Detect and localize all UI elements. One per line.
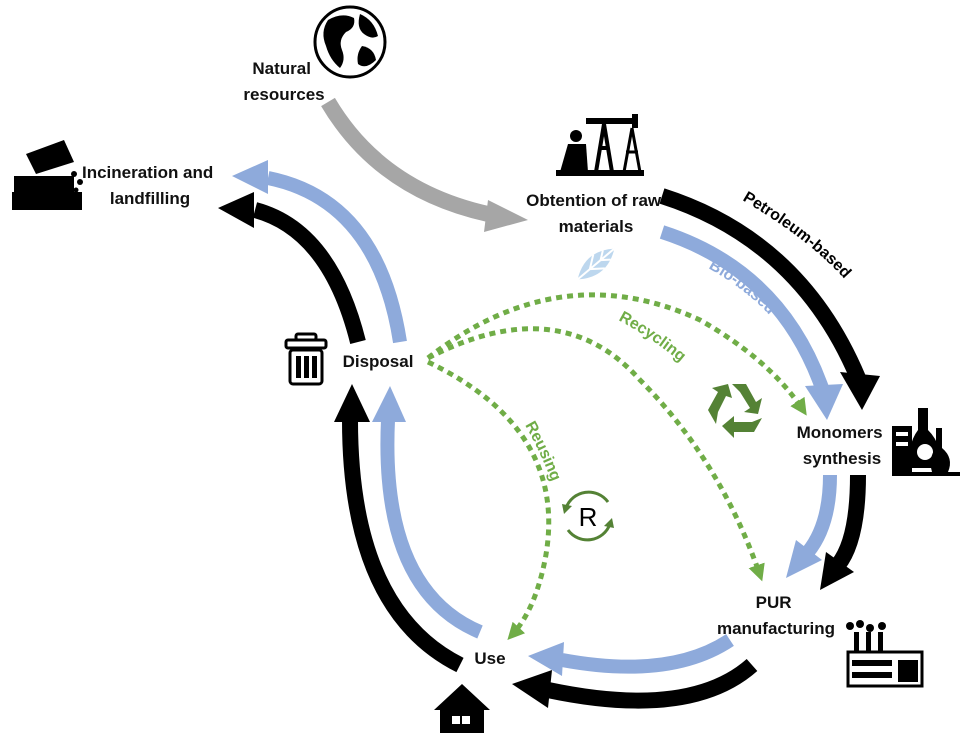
petroleum-arrow-pur-to-use (512, 658, 758, 709)
bio-arrow-monomers-to-pur (786, 474, 837, 578)
truck-dumping-icon (12, 140, 83, 210)
leaf-icon (573, 247, 616, 283)
trash-bin-icon (284, 332, 328, 386)
recycling-label: Recycling (616, 309, 689, 366)
bio-arrow-pur-to-use (528, 634, 734, 676)
disposal-label: Disposal (343, 352, 414, 371)
petroleum-arrow-use-to-disposal (334, 384, 464, 673)
reusing-label: Reusing (521, 419, 564, 484)
oil-pump-icon (556, 114, 644, 176)
monomers-label: Monomers synthesis (797, 423, 888, 468)
bio-arrow-raw-to-monomers (659, 225, 843, 420)
natural-resources-label: Natural resources (243, 59, 324, 104)
lab-flask-icon (892, 408, 960, 476)
recycle-icon (708, 384, 762, 438)
reuse-icon: R (562, 490, 614, 542)
pur-label: PUR manufacturing (717, 593, 835, 638)
bio-arrow-disposal-to-incineration (232, 160, 407, 344)
factory-icon (846, 620, 924, 688)
use-label: Use (474, 649, 505, 668)
recycling-arrow-to-pur (426, 326, 765, 582)
petroleum-arrow-raw-to-monomers (659, 188, 880, 410)
reuse-r-letter: R (579, 502, 598, 532)
petroleum-arrow-disposal-to-incineration (218, 192, 366, 344)
reusing-arrow-to-use (426, 359, 552, 641)
natural-to-raw-arrow (321, 97, 528, 232)
incineration-label: Incineration and landfilling (82, 163, 218, 208)
bio-arrow-use-to-disposal (372, 386, 483, 639)
globe-icon (313, 5, 387, 79)
recycling-arrow-to-monomers (426, 292, 807, 416)
house-icon (434, 684, 490, 736)
raw-materials-label: Obtention of raw materials (526, 191, 666, 236)
petroleum-arrow-monomers-to-pur (820, 474, 866, 590)
